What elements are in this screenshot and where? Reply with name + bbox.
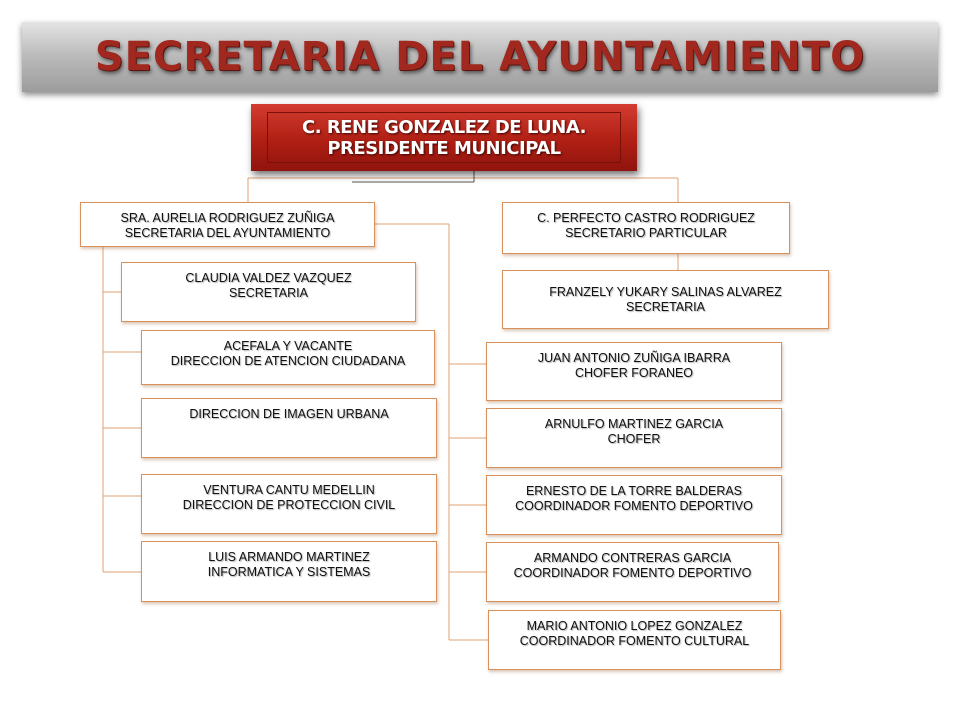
box-role: DIRECCION DE ATENCION CIUDADANA [170, 354, 406, 368]
box-name: ACEFALA Y VACANTE [223, 339, 353, 353]
box-role: CHOFER [607, 432, 661, 446]
left-box-5: LUIS ARMANDO MARTINEZ INFORMATICA Y SIST… [141, 541, 437, 602]
president-name: C. RENE GONZALEZ DE LUNA. [302, 116, 586, 138]
box-name: SRA. AURELIA RODRIGUEZ ZUÑIGA [120, 211, 335, 225]
box-role: SECRETARIA DEL AYUNTAMIENTO [124, 226, 331, 240]
box-name: JUAN ANTONIO ZUÑIGA IBARRA [537, 351, 731, 365]
box-name: ERNESTO DE LA TORRE BALDERAS [525, 484, 743, 498]
box-role: CHOFER FORANEO [574, 366, 694, 380]
right-box-2: ARNULFO MARTINEZ GARCIA CHOFER [486, 408, 782, 468]
right-box-4: ARMANDO CONTRERAS GARCIA COORDINADOR FOM… [486, 542, 779, 602]
particular-secretary-box: FRANZELY YUKARY SALINAS ALVAREZ SECRETAR… [502, 270, 829, 329]
box-name: ARNULFO MARTINEZ GARCIA [544, 417, 724, 431]
box-role: COORDINADOR FOMENTO DEPORTIVO [513, 566, 752, 580]
left-box-1: CLAUDIA VALDEZ VAZQUEZ SECRETARIA [121, 262, 416, 322]
particular-box: C. PERFECTO CASTRO RODRIGUEZ SECRETARIO … [502, 202, 790, 254]
box-role: SECRETARIO PARTICULAR [565, 226, 727, 240]
box-role: SECRETARIA [626, 300, 705, 314]
title-banner: SECRETARIA DEL AYUNTAMIENTO [22, 22, 938, 92]
right-box-1: JUAN ANTONIO ZUÑIGA IBARRA CHOFER FORANE… [486, 342, 782, 401]
left-box-2: ACEFALA Y VACANTE DIRECCION DE ATENCION … [141, 330, 435, 385]
president-box: C. RENE GONZALEZ DE LUNA. PRESIDENTE MUN… [251, 104, 637, 171]
right-box-3: ERNESTO DE LA TORRE BALDERAS COORDINADOR… [486, 475, 782, 535]
box-role: DIRECCION DE PROTECCION CIVIL [182, 498, 396, 512]
left-box-3: DIRECCION DE IMAGEN URBANA [141, 398, 437, 458]
page-title: SECRETARIA DEL AYUNTAMIENTO [94, 34, 866, 80]
secretaria-box: SRA. AURELIA RODRIGUEZ ZUÑIGA SECRETARIA… [80, 202, 375, 247]
box-name: DIRECCION DE IMAGEN URBANA [189, 407, 389, 421]
box-name: C. PERFECTO CASTRO RODRIGUEZ [537, 211, 755, 225]
box-name: ARMANDO CONTRERAS GARCIA [533, 551, 732, 565]
president-inner-frame [267, 112, 621, 163]
president-role: PRESIDENTE MUNICIPAL [327, 137, 561, 159]
box-role: INFORMATICA Y SISTEMAS [207, 565, 371, 579]
box-name: MARIO ANTONIO LOPEZ GONZALEZ [526, 619, 743, 633]
box-name: CLAUDIA VALDEZ VAZQUEZ [185, 271, 352, 285]
box-name: FRANZELY YUKARY SALINAS ALVAREZ [549, 285, 782, 299]
box-name: LUIS ARMANDO MARTINEZ [208, 550, 370, 564]
box-role: COORDINADOR FOMENTO CULTURAL [519, 634, 750, 648]
box-role: COORDINADOR FOMENTO DEPORTIVO [515, 499, 753, 513]
box-role: SECRETARIA [229, 286, 308, 300]
left-box-4: VENTURA CANTU MEDELLIN DIRECCION DE PROT… [141, 474, 437, 534]
right-box-5: MARIO ANTONIO LOPEZ GONZALEZ COORDINADOR… [488, 610, 781, 670]
box-name: VENTURA CANTU MEDELLIN [203, 483, 375, 497]
